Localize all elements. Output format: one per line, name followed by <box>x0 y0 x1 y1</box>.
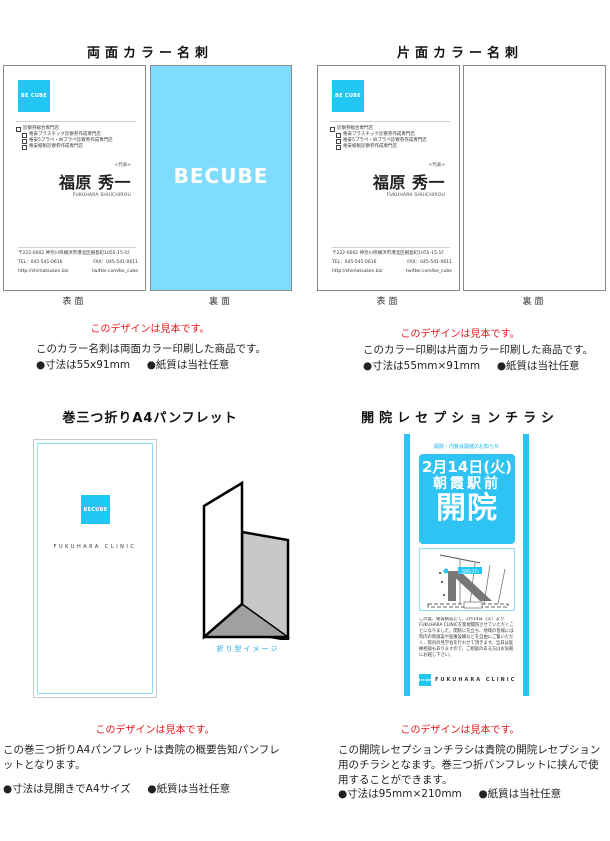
map-clinic-label: 当院(2F) <box>461 568 479 575</box>
flyer-date: 2月14日(火) <box>421 458 513 476</box>
sample-note: このデザインは見本です。 <box>400 329 520 340</box>
map-icon: 当院(2F) <box>427 554 509 609</box>
flyer-spec: ●寸法は95mm×210mm ●紙質は当社任意 <box>338 787 561 802</box>
divider <box>330 121 450 122</box>
single-card-title: 片面カラー名刺 <box>396 46 523 61</box>
spec-size: ●寸法は95mm×210mm <box>338 788 462 800</box>
double-card-front: BE CUBE 診察券総合専門店 格安プラスチック診察券作成専門店 格安5プラペ… <box>3 65 146 291</box>
divider <box>18 247 136 248</box>
tri-fold-illustration-icon <box>201 480 290 640</box>
address: 〒222-0002 神奈川県横浜市港北区綱島町1055-15-1F <box>18 251 130 256</box>
double-card-back: BECUBE <box>150 65 292 291</box>
tel: TEL：045-541-0616 <box>18 260 63 265</box>
pamphlet-cover: BECUBE FUKUHARA CLINIC <box>33 439 157 698</box>
checkbox-icon <box>330 126 335 132</box>
spec-size: ●寸法は55mm×91mm <box>363 360 481 372</box>
single-card-description: このカラー印刷は片面カラー印刷した商品です。 <box>363 344 593 356</box>
flyer-station: 朝霞駅前 <box>433 476 501 492</box>
back-label: 裏面 <box>522 297 547 307</box>
flyer-open: 開院 <box>436 491 498 526</box>
flyer-description: この開院レセプションチラシは貴院の開院レセプション用のチラシとなます。巻三つ折パ… <box>338 744 601 786</box>
flyer-body-text: この度、朝霞駅前にて、2月14日（火）よりFUKUHARA CLINICを新規開… <box>419 617 514 658</box>
contact-block: 〒222-0002 神奈川県横浜市港北区綱島町1055-15-1F TEL：04… <box>332 249 452 276</box>
single-card-front: BE CUBE 診察券総合専門店 格安プラスチック診察券作成専門店 格安5プラペ… <box>317 65 460 291</box>
fax: FAX：045-541-0611 <box>93 260 138 265</box>
back-label: 裏面 <box>208 297 233 307</box>
flyer-map: 当院(2F) <box>419 548 515 611</box>
tree-item: 格安紙製診察券作成専門店 <box>29 144 83 149</box>
contact-block: 〒222-0002 神奈川県横浜市港北区綱島町1055-15-1F TEL：04… <box>18 249 138 276</box>
flyer-inner: 開院・内覧会開催のお知らせ 2月14日(火) 朝霞駅前 開院 当院(2F) <box>410 434 523 696</box>
double-card-title: 両面カラー名刺 <box>86 46 213 61</box>
name-en: FUKUHARA SHUICHIROU <box>386 193 445 198</box>
tree-root: 診察券総合専門店 <box>23 126 59 131</box>
sample-note: このデザインは見本です。 <box>90 324 210 335</box>
becube-logo: BECUBE <box>419 674 431 686</box>
web-link[interactable]: http://shimatsuken.biz <box>18 269 69 274</box>
representative-label: <代表> <box>114 163 131 168</box>
front-label: 表面 <box>376 297 401 307</box>
checkbox-icon <box>22 138 27 144</box>
address: 〒222-0002 神奈川県横浜市港北区綱島町1055-15-1F <box>332 251 444 256</box>
spec-paper: ●紙質は当社任意 <box>147 783 231 795</box>
checkbox-icon <box>336 144 341 150</box>
flyer-preview: 開院・内覧会開催のお知らせ 2月14日(火) 朝霞駅前 開院 当院(2F) <box>404 434 529 696</box>
spec-paper: ●紙質は当社任意 <box>478 788 562 800</box>
tree-item: 格安5プラペ・Wプラペ診察券作成専門店 <box>29 138 113 143</box>
flyer-header: 開院・内覧会開催のお知らせ <box>434 444 499 450</box>
flyer-title: 開院レセプションチラシ <box>361 411 559 426</box>
checkbox-icon <box>336 132 341 138</box>
pamphlet-title: 巻三つ折りA4パンフレット <box>62 411 238 426</box>
name-jp: 福原 秀一 <box>372 173 445 192</box>
tel: TEL：045-541-0616 <box>332 260 377 265</box>
becube-logo: BE CUBE <box>18 80 50 112</box>
pamphlet-description: この巻三つ折りA4パンフレットは貴院の概要告知パンフレットとなります。 <box>3 744 280 771</box>
service-tree: 診察券総合専門店 格安プラスチック診察券作成専門店 格安5プラペ・Wプラペ診察券… <box>16 126 144 150</box>
tree-item: 格安紙製診察券作成専門店 <box>343 144 397 149</box>
tree-item: 格安プラスチック診察券作成専門店 <box>343 132 415 137</box>
web-link[interactable]: http://shimatsuken.biz <box>332 269 383 274</box>
checkbox-icon <box>16 126 21 132</box>
double-card-description: このカラー名刺は両面カラー印刷した商品です。 <box>36 343 266 355</box>
single-card-back <box>463 65 606 291</box>
becube-logo: BECUBE <box>81 495 110 524</box>
tree-item: 格安5プラペ・Wプラペ診察券作成専門店 <box>343 138 427 143</box>
tree-item: 格安プラスチック診察券作成専門店 <box>29 132 101 137</box>
fold-caption: 折り型イメージ <box>216 645 280 653</box>
twitter-link[interactable]: twitter.com/be_cube <box>92 269 138 274</box>
flyer-clinic-name: FUKUHARA CLINIC <box>435 677 517 683</box>
sample-note: このデザインは見本です。 <box>95 725 215 736</box>
flyer-hero: 2月14日(火) 朝霞駅前 開院 <box>419 454 515 544</box>
fax: FAX：045-541-0611 <box>407 260 452 265</box>
spec-paper: ●紙質は当社任意 <box>496 360 580 372</box>
spec-size: ●寸法は見開きでA4サイズ <box>3 783 131 795</box>
front-label: 表面 <box>62 297 87 307</box>
checkbox-icon <box>22 132 27 138</box>
becube-logo: BE CUBE <box>332 80 364 112</box>
pamphlet-inner-border: BECUBE FUKUHARA CLINIC <box>37 443 153 694</box>
becube-back-logo: BECUBE <box>173 164 269 188</box>
divider <box>332 247 450 248</box>
name-en: FUKUHARA SHUICHIROU <box>72 193 131 198</box>
spec-paper: ●紙質は当社任意 <box>146 359 230 371</box>
name-jp: 福原 秀一 <box>58 173 131 192</box>
pamphlet-spec: ●寸法は見開きでA4サイズ ●紙質は当社任意 <box>3 782 230 797</box>
double-card-spec: ●寸法は55x91mm ●紙質は当社任意 <box>36 358 229 373</box>
checkbox-icon <box>22 144 27 150</box>
service-tree: 診察券総合専門店 格安プラスチック診察券作成専門店 格安5プラペ・Wプラペ診察券… <box>330 126 458 150</box>
tree-root: 診察券総合専門店 <box>337 126 373 131</box>
spec-size: ●寸法は55x91mm <box>36 359 131 371</box>
clinic-name: FUKUHARA CLINIC <box>53 544 137 550</box>
sample-note: このデザインは見本です。 <box>400 725 520 736</box>
divider <box>16 121 136 122</box>
checkbox-icon <box>336 138 341 144</box>
twitter-link[interactable]: twitter.com/be_cube <box>406 269 452 274</box>
single-card-spec: ●寸法は55mm×91mm ●紙質は当社任意 <box>363 359 579 374</box>
representative-label: <代表> <box>428 163 445 168</box>
